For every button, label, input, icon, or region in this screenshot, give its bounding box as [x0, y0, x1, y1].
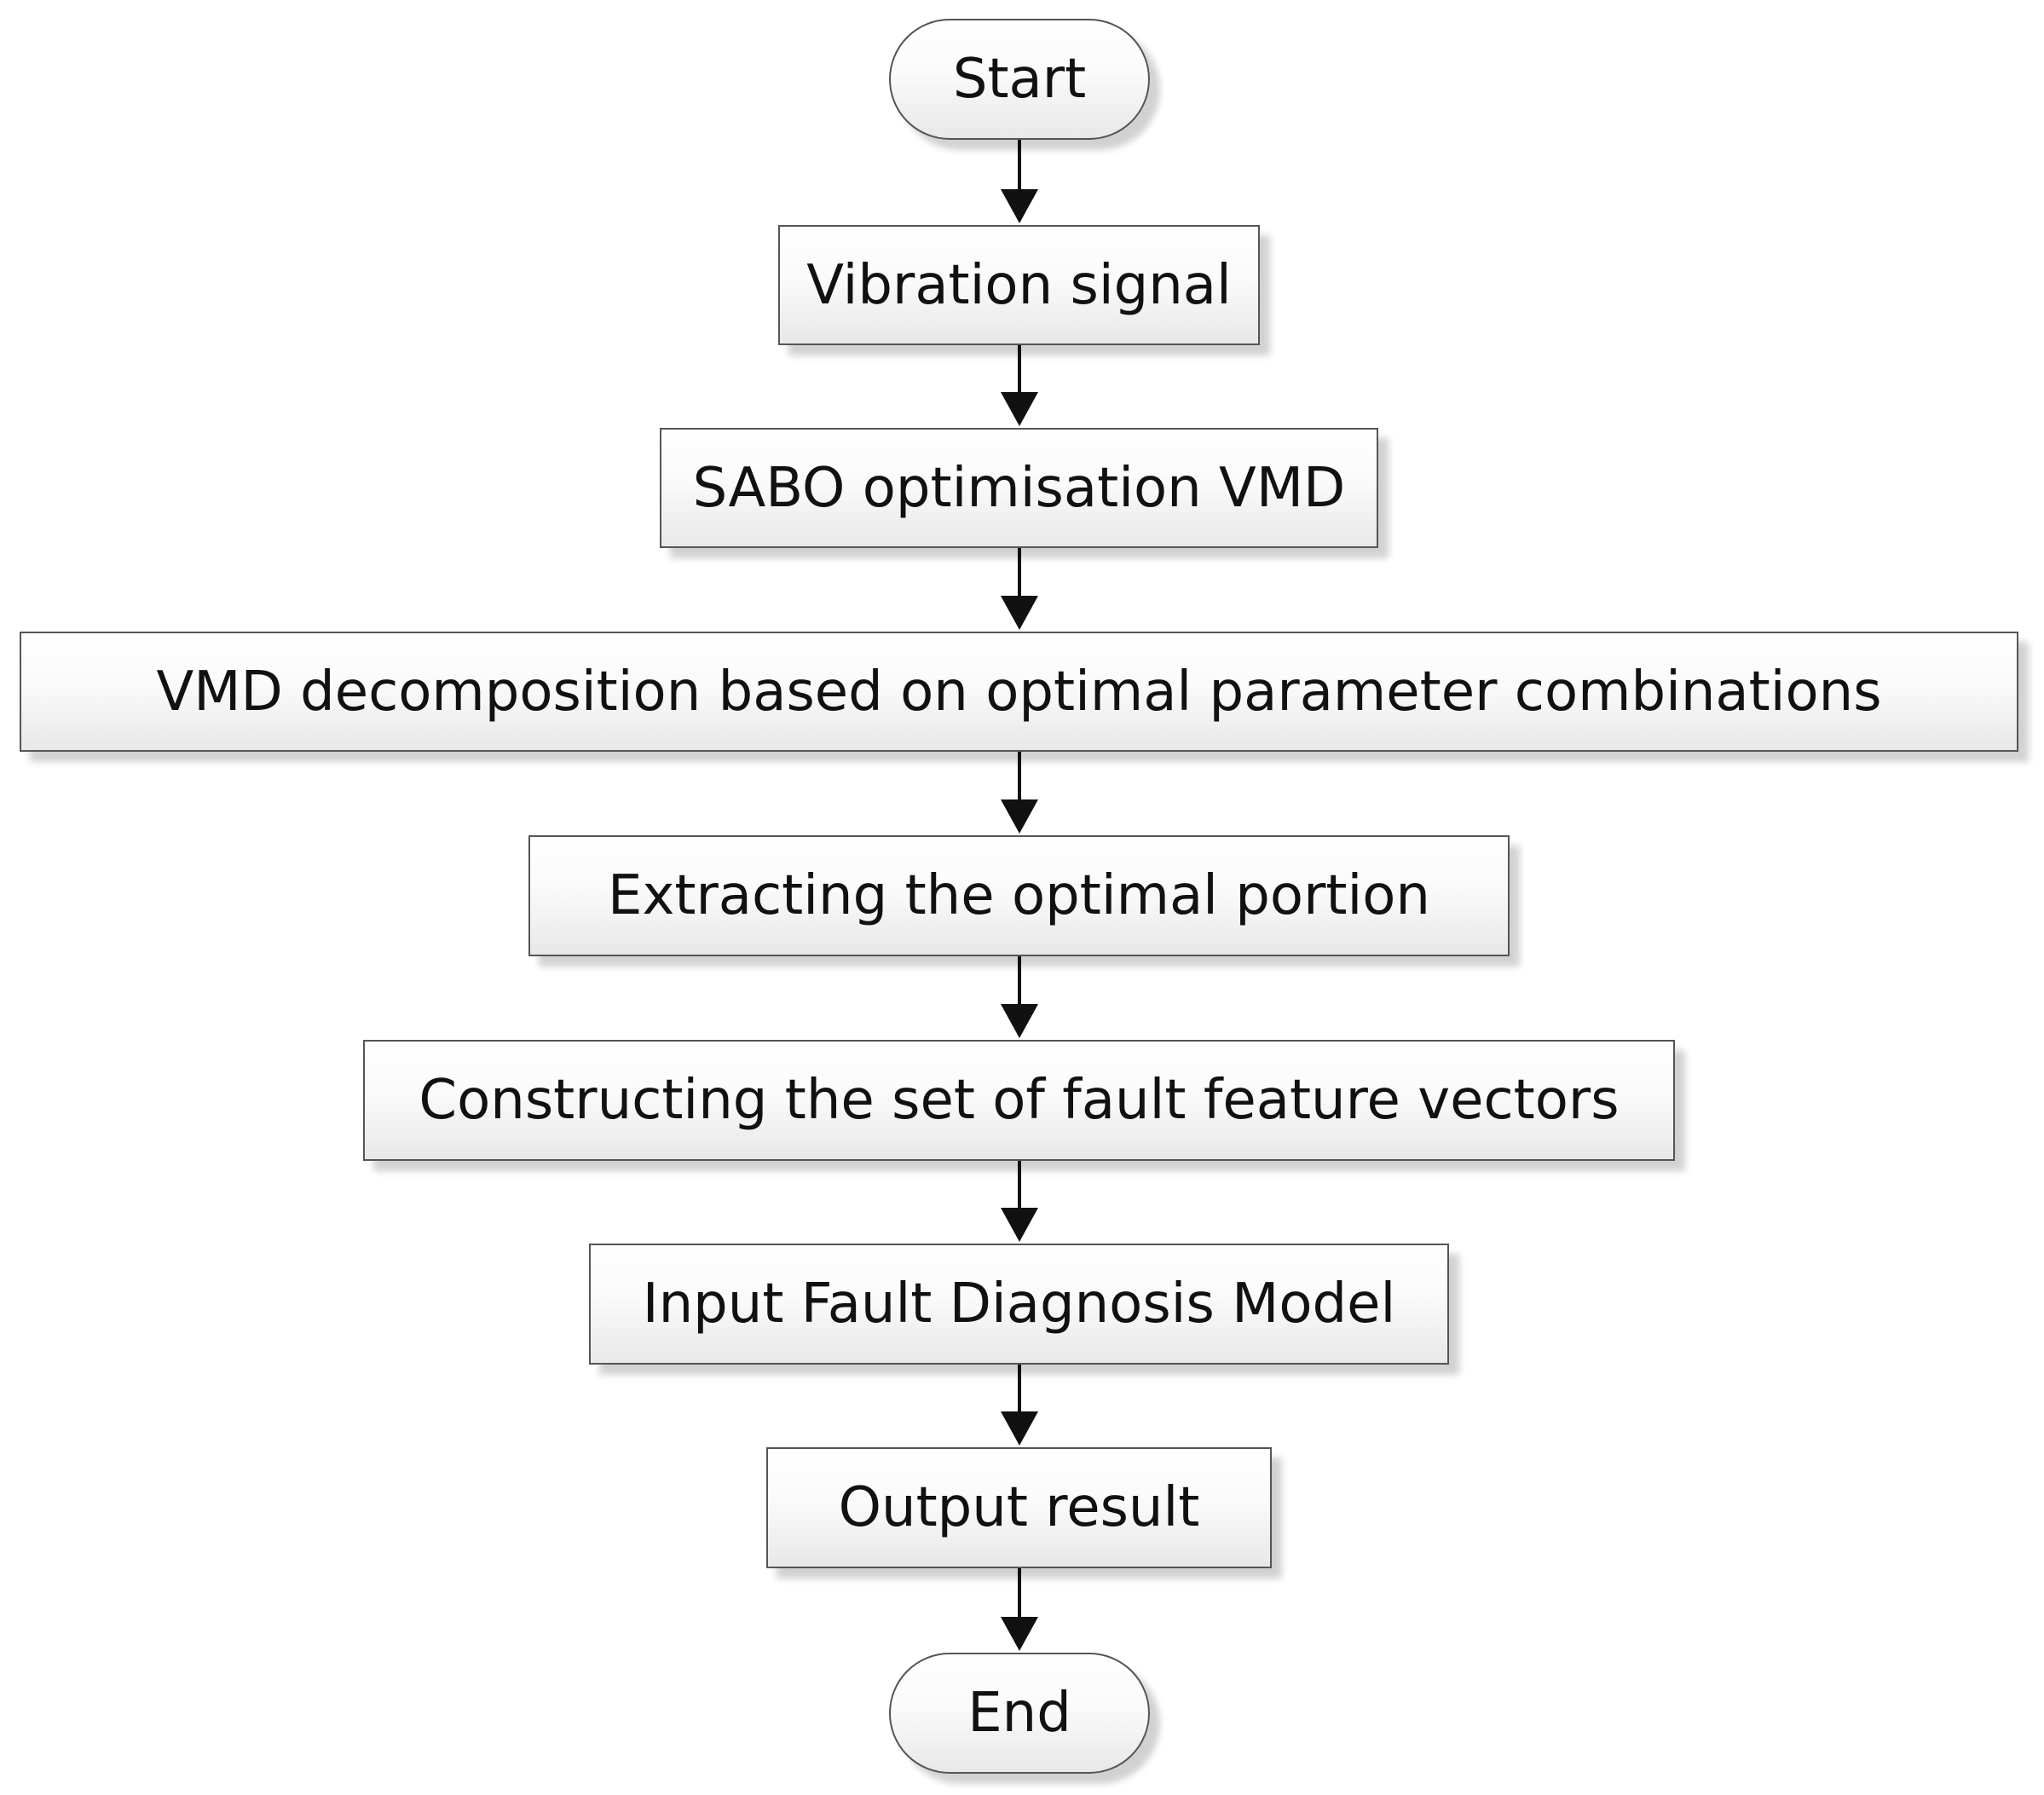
- vibration-signal-label: Vibration signal: [806, 253, 1232, 317]
- extracting-optimal-portion-label: Extracting the optimal portion: [608, 864, 1430, 927]
- input-fault-diagnosis-model-step: Input Fault Diagnosis Model: [589, 1244, 1449, 1365]
- start-label: Start: [952, 48, 1087, 111]
- end-terminal: End: [889, 1653, 1150, 1774]
- constructing-feature-vectors-label: Constructing the set of fault feature ve…: [419, 1069, 1620, 1132]
- sabo-optimisation-vmd-step: SABO optimisation VMD: [660, 428, 1378, 548]
- arrowhead: [1001, 1004, 1038, 1038]
- output-result-step: Output result: [766, 1447, 1272, 1568]
- arrowhead: [1001, 1411, 1038, 1446]
- sabo-optimisation-vmd-label: SABO optimisation VMD: [692, 456, 1346, 520]
- start-terminal: Start: [889, 19, 1150, 140]
- arrowhead: [1001, 189, 1038, 223]
- arrowhead: [1001, 596, 1038, 630]
- arrowhead: [1001, 392, 1038, 426]
- extracting-optimal-portion-step: Extracting the optimal portion: [528, 835, 1510, 956]
- vmd-decomposition-label: VMD decomposition based on optimal param…: [156, 660, 1882, 724]
- arrowhead: [1001, 1617, 1038, 1651]
- end-label: End: [967, 1682, 1071, 1745]
- input-fault-diagnosis-model-label: Input Fault Diagnosis Model: [642, 1273, 1396, 1336]
- vmd-decomposition-step: VMD decomposition based on optimal param…: [20, 632, 2018, 752]
- vibration-signal-step: Vibration signal: [778, 225, 1260, 345]
- constructing-feature-vectors-step: Constructing the set of fault feature ve…: [363, 1040, 1675, 1161]
- output-result-label: Output result: [838, 1476, 1200, 1539]
- arrowhead: [1001, 1208, 1038, 1242]
- arrowhead: [1001, 799, 1038, 834]
